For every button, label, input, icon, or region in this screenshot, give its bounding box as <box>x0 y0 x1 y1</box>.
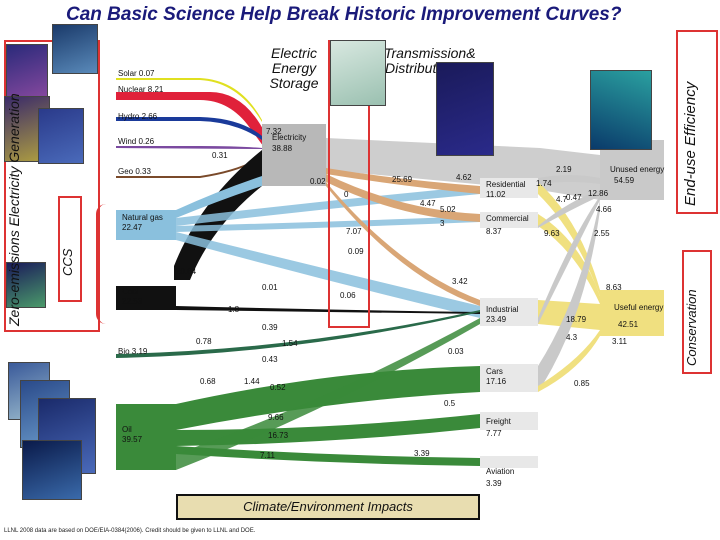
bottom-cover-4 <box>22 440 82 500</box>
flow-wind <box>116 146 262 149</box>
cover-2 <box>52 24 98 74</box>
label-oil-value: 39.57 <box>122 435 143 444</box>
flow-value-label: 3 <box>440 219 445 228</box>
label-geo: Geo 0.33 <box>118 167 151 176</box>
flow-value-label: 0.5 <box>444 399 456 408</box>
label-freight-value: 7.77 <box>486 429 502 438</box>
flow-value-label: 4.7 <box>556 195 568 204</box>
flow-value-label: 0.47 <box>566 193 582 202</box>
flow-value-label: 0.43 <box>262 355 278 364</box>
label-commercial: Commercial <box>486 214 529 223</box>
zero-emission-label: Zero-emissions Electricity Generation <box>6 26 22 326</box>
flow-value-label: 0.68 <box>200 377 216 386</box>
flow-value-label: 0.85 <box>574 379 590 388</box>
label-industrial: Industrial <box>486 305 519 314</box>
label-coal: Coal <box>122 287 139 296</box>
flow-value-label: 4.62 <box>456 173 472 182</box>
label-gas-value: 22.47 <box>122 223 143 232</box>
flow-value-label: 25.69 <box>392 175 413 184</box>
cover-4 <box>38 108 84 164</box>
label-cars: Cars <box>486 367 503 376</box>
node-useful <box>600 290 664 336</box>
flow-value-label: 1.74 <box>536 179 552 188</box>
flow-value-label: 4.66 <box>596 205 612 214</box>
flow-value-label: 4.47 <box>420 199 436 208</box>
enduse-efficiency-label: End-use Efficiency <box>682 36 699 206</box>
flow-value-label: 0.02 <box>310 177 326 186</box>
label-solar: Solar 0.07 <box>118 69 155 78</box>
flow-value-label: 0.52 <box>270 383 286 392</box>
label-residential-value: 11.02 <box>486 190 506 199</box>
label-oil: Oil <box>122 425 132 434</box>
flow-value-label: 0.03 <box>448 347 464 356</box>
label-useful: Useful energy <box>614 303 663 312</box>
flow-value-label: 0.39 <box>262 323 278 332</box>
label-aviation-value: 3.39 <box>486 479 502 488</box>
flow-value-label: 2.19 <box>556 165 572 174</box>
label-electricity-value: 38.88 <box>272 144 293 153</box>
flow-value-label: 7.11 <box>260 451 276 460</box>
flow-value-label: 9.63 <box>544 229 560 238</box>
conservation-label: Conservation <box>684 289 699 366</box>
label-hydro: Hydro 2.66 <box>118 112 158 121</box>
flow-value-label: 3.39 <box>414 449 430 458</box>
label-freight: Freight <box>486 417 512 426</box>
climate-impacts-box: Climate/Environment Impacts <box>176 494 480 520</box>
flow-value-label: 18.79 <box>566 315 587 324</box>
label-gas: Natural gas <box>122 213 163 222</box>
label-bio: Bio 3.19 <box>118 347 148 356</box>
flow-value-label: 1.54 <box>282 339 298 348</box>
flow-value-label: 1.44 <box>244 377 260 386</box>
label-residential: Residential <box>486 180 526 189</box>
flow-value-label: 2.55 <box>594 229 610 238</box>
label-unused: Unused energy <box>610 165 664 174</box>
flow-value-label: 9.66 <box>268 413 284 422</box>
flow-value-label: 16.73 <box>268 431 289 440</box>
storage-book-cover <box>436 62 494 156</box>
flow-value-label: 1.8 <box>228 305 240 314</box>
electric-energy-storage-label: Electric Energy Storage <box>262 46 326 91</box>
label-cars-value: 17.16 <box>486 377 507 386</box>
flow-value-label: 0.31 <box>212 151 228 160</box>
flow-value-label: 5.02 <box>440 205 456 214</box>
label-unused-value: 54.59 <box>614 176 635 185</box>
label-commercial-value: 8.37 <box>486 227 502 236</box>
label-coal-value: 22.53 <box>122 297 143 306</box>
flow-value-label: 20.64 <box>176 267 197 276</box>
transmission-book-cover <box>330 40 386 106</box>
flow-value-label: 3.11 <box>612 337 628 346</box>
label-useful-value: 42.51 <box>618 320 639 329</box>
footnote: LLNL 2008 data are based on DOE/EIA-0384… <box>4 528 255 534</box>
label-industrial-value: 23.49 <box>486 315 507 324</box>
enduse-book-cover <box>590 70 652 150</box>
label-wind: Wind 0.26 <box>118 137 155 146</box>
ccs-label: CCS <box>60 249 75 276</box>
label-aviation: Aviation <box>486 467 514 476</box>
flow-value-label: 4.3 <box>566 333 578 342</box>
flow-value-label: 8.63 <box>606 283 622 292</box>
flow-value-label: 0.78 <box>196 337 212 346</box>
ccs-bracket <box>96 204 106 324</box>
flow-value-label: 7.32 <box>266 127 282 136</box>
flow-value-label: 0.01 <box>262 283 278 292</box>
flow-value-label: 3.42 <box>452 277 468 286</box>
flow-value-label: 12.86 <box>588 189 609 198</box>
label-nuclear: Nuclear 8.21 <box>118 85 164 94</box>
